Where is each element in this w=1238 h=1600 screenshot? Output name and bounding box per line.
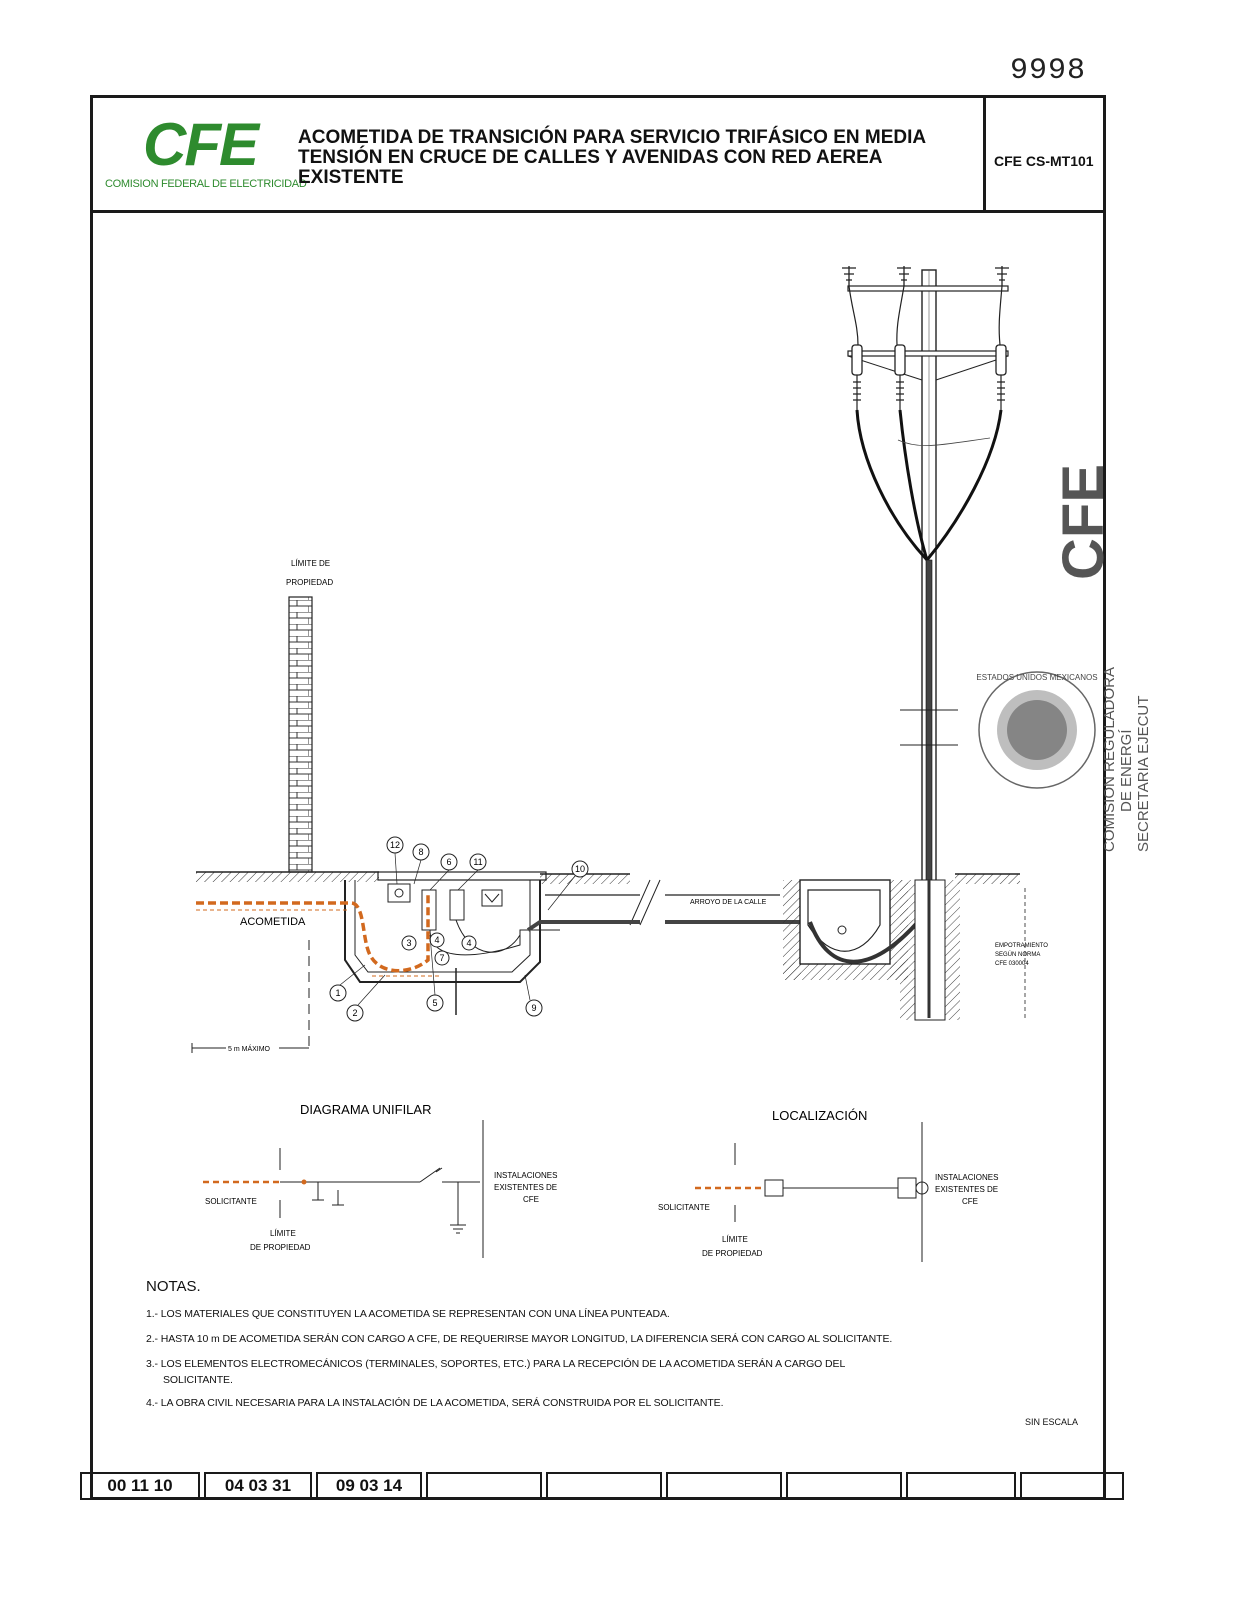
callout-4a: 4 [429, 932, 445, 948]
title-line-1: ACOMETIDA DE TRANSICIÓN PARA SERVICIO TR… [298, 127, 927, 148]
revision-cell-7 [786, 1472, 902, 1500]
revision-cell-5 [546, 1472, 662, 1500]
empotramiento-label-3: CFE 030004 [995, 961, 1029, 967]
empotramiento-label-1: EMPOTRAMIENTO [995, 943, 1048, 949]
localizacion-title: LOCALIZACIÓN [772, 1108, 867, 1123]
callout-6: 6 [440, 853, 458, 871]
unifilar-inst-3: CFE [523, 1195, 539, 1204]
callout-2: 2 [346, 1004, 364, 1022]
note-3a: 3.- LOS ELEMENTOS ELECTROMECÁNICOS (TERM… [146, 1358, 846, 1370]
acometida-label: ACOMETIDA [240, 916, 306, 928]
localizacion: LOCALIZACIÓN SOLICITANTE LÍMITE DE PROPI… [658, 1108, 998, 1262]
localizacion-inst-2: EXISTENTES DE [935, 1185, 998, 1194]
svg-text:6: 6 [446, 857, 451, 867]
revision-cell-1: 00 11 10 [80, 1472, 200, 1500]
title-line-2: TENSIÓN EN CRUCE DE CALLES Y AVENIDAS CO… [298, 147, 883, 168]
svg-text:3: 3 [406, 938, 411, 948]
wall-limit-label-1: LÍMITE DE [291, 559, 330, 568]
commission-line-3: SECRETARIA EJECUT [1135, 696, 1152, 852]
revision-cell-9 [1020, 1472, 1124, 1500]
revision-row: 00 11 10 04 03 31 09 03 14 [80, 1472, 1126, 1502]
title-block [90, 95, 1106, 213]
unifilar-title: DIAGRAMA UNIFILAR [300, 1102, 431, 1117]
unifilar-limite-2: DE PROPIEDAD [250, 1243, 311, 1252]
callout-12: 12 [386, 836, 404, 854]
logo: CFE COMISION FEDERAL DE ELECTRICIDAD [95, 100, 307, 208]
dimension-label: 5 m MÁXIMO [228, 1044, 271, 1053]
revision-cell-6 [666, 1472, 782, 1500]
callout-5: 5 [426, 994, 444, 1012]
acometida-line: ACOMETIDA [196, 895, 440, 977]
seal-text: ESTADOS UNIDOS MEXICANOS [976, 673, 1097, 682]
revision-cell-2: 04 03 31 [204, 1472, 312, 1500]
svg-text:12: 12 [390, 840, 400, 850]
callout-8: 8 [412, 843, 430, 861]
logo-mark: CFE [143, 111, 259, 178]
notes-title: NOTAS. [146, 1278, 201, 1295]
localizacion-solicitante: SOLICITANTE [658, 1203, 710, 1212]
svg-text:11: 11 [473, 857, 482, 867]
left-vault [344, 871, 810, 1015]
callout-9: 9 [525, 999, 543, 1017]
arroyo-label: ARROYO DE LA CALLE [690, 899, 767, 906]
svg-text:8: 8 [418, 847, 423, 857]
unifilar-inst-1: INSTALACIONES [494, 1171, 557, 1180]
sin-escala: SIN ESCALA [1025, 1417, 1079, 1427]
mexico-seal: ESTADOS UNIDOS MEXICANOS [976, 671, 1098, 789]
unifilar-inst-2: EXISTENTES DE [494, 1183, 557, 1192]
note-2: 2.- HASTA 10 m DE ACOMETIDA SERÁN CON CA… [146, 1333, 893, 1345]
svg-text:9: 9 [531, 1003, 536, 1013]
diagrama-unifilar: DIAGRAMA UNIFILAR SOLICITANTE LÍMITE DE … [203, 1102, 557, 1258]
svg-text:10: 10 [575, 864, 585, 874]
unifilar-solicitante: SOLICITANTE [205, 1197, 257, 1206]
commission-line-1: COMISION REGULADORA [1101, 667, 1118, 852]
callout-4b: 4 [461, 935, 477, 951]
note-1: 1.- LOS MATERIALES QUE CONSTITUYEN LA AC… [146, 1308, 670, 1320]
property-wall: LÍMITE DE PROPIEDAD [286, 559, 333, 873]
page-number: 9998 [1010, 54, 1087, 88]
code-cell [983, 95, 1106, 213]
localizacion-inst-3: CFE [962, 1197, 978, 1206]
dimension-5m: 5 m MÁXIMO [191, 940, 310, 1053]
empotramiento-label-2: SEGÚN NORMA [995, 951, 1040, 958]
cfe-stamp: CFE [1051, 464, 1116, 580]
installation-drawing: LÍMITE DE PROPIEDAD ARROYO DE LA CALLE [191, 266, 1048, 1262]
document-code: CFE CS-MT101 [994, 153, 1094, 169]
wall-limit-label-2: PROPIEDAD [286, 578, 333, 587]
svg-text:1: 1 [335, 988, 340, 998]
localizacion-limite-2: DE PROPIEDAD [702, 1249, 763, 1258]
right-vault: EMPOTRAMIENTO SEGÚN NORMA CFE 030004 [783, 873, 1048, 1021]
svg-text:2: 2 [352, 1008, 357, 1018]
callout-3: 3 [401, 935, 417, 951]
svg-text:7: 7 [439, 953, 444, 963]
revision-cell-4 [426, 1472, 542, 1500]
callout-7: 7 [434, 950, 450, 966]
title-line-3: EXISTENTE [298, 167, 404, 188]
document-title: ACOMETIDA DE TRANSICIÓN PARA SERVICIO TR… [298, 128, 968, 188]
svg-text:4: 4 [466, 938, 471, 948]
localizacion-limite-1: LÍMITE [722, 1235, 748, 1244]
callouts: 12 8 6 11 10 3 4 7 4 1 2 5 9 [329, 836, 589, 1022]
note-4: 4.- LA OBRA CIVIL NECESARIA PARA LA INST… [146, 1397, 724, 1409]
commission-line-2: DE ENERGÍ [1118, 729, 1135, 812]
localizacion-inst-1: INSTALACIONES [935, 1173, 998, 1182]
revision-cell-3: 09 03 14 [316, 1472, 422, 1500]
logo-subtitle: COMISION FEDERAL DE ELECTRICIDAD [105, 178, 307, 190]
note-3b: SOLICITANTE. [163, 1374, 233, 1386]
callout-11: 11 [469, 853, 487, 871]
callout-10: 10 [571, 860, 589, 878]
approval-stamps: CFE ESTADOS UNIDOS MEXICANOS COMISION RE… [976, 464, 1152, 852]
svg-text:4: 4 [434, 935, 439, 945]
unifilar-limite-1: LÍMITE [270, 1229, 296, 1238]
callout-1: 1 [329, 984, 347, 1002]
svg-text:5: 5 [432, 998, 437, 1008]
revision-cell-8 [906, 1472, 1016, 1500]
